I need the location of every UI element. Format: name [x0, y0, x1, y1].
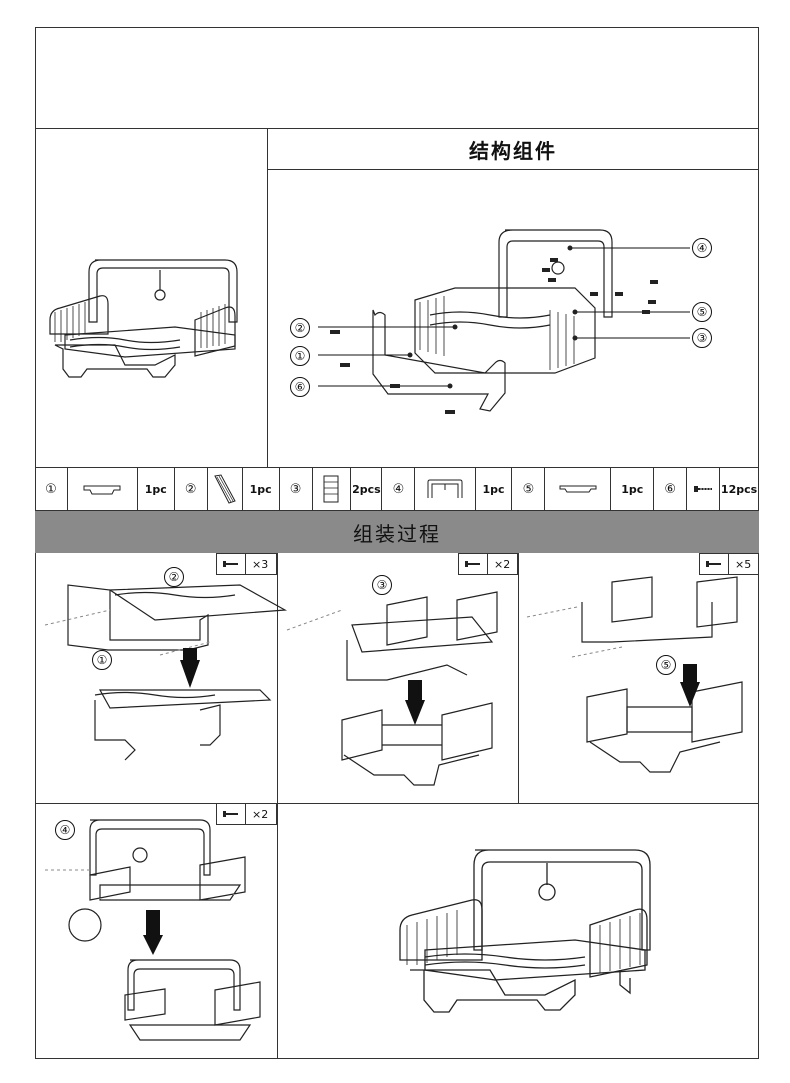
screw-icon — [459, 554, 488, 574]
part-number: ③ — [280, 468, 313, 510]
screw-icon — [687, 468, 721, 510]
screw-icon — [700, 554, 729, 574]
step1-label-1: ① — [92, 650, 112, 670]
part-qty: 1pc — [611, 468, 655, 510]
part-number: ④ — [382, 468, 416, 510]
cushion-side-icon — [313, 468, 352, 510]
assembly-title: 组装过程 — [35, 511, 759, 553]
step1-label-2: ② — [164, 567, 184, 587]
step1-screw-count: ×3 — [216, 553, 277, 575]
step3-screw-qty: ×5 — [735, 557, 752, 571]
callout-4: ④ — [692, 238, 712, 258]
part-qty: 1pc — [138, 468, 175, 510]
side-rail-icon — [68, 468, 138, 510]
step2-screw-qty: ×2 — [494, 557, 511, 571]
callout-6: ⑥ — [290, 377, 310, 397]
screw-icon — [217, 554, 246, 574]
callout-3: ③ — [692, 328, 712, 348]
step3-label-5: ⑤ — [656, 655, 676, 675]
step2-screw-count: ×2 — [458, 553, 518, 575]
part-number: ② — [175, 468, 208, 510]
callout-2: ② — [290, 318, 310, 338]
structure-title: 结构组件 — [267, 128, 759, 170]
divider — [267, 128, 268, 467]
step2-diagram — [286, 591, 498, 786]
step3-screw-count: ×5 — [699, 553, 759, 575]
part-number: ⑥ — [654, 468, 688, 510]
part-qty: 1pc — [243, 468, 280, 510]
step3-diagram — [526, 576, 743, 773]
divider — [277, 553, 278, 1059]
step1-screw-qty: ×3 — [252, 557, 269, 571]
part-number: ① — [35, 468, 68, 510]
callout-1: ① — [290, 346, 310, 366]
part-number: ⑤ — [512, 468, 546, 510]
part-qty: 12pcs — [720, 468, 759, 510]
step4-screw-qty: ×2 — [252, 807, 269, 821]
assembled-sofa-illustration — [49, 259, 238, 378]
parts-list: ① 1pc ② 1pc ③ 2pcs ④ 1pc ⑤ 1pc ⑥ 12pcs — [35, 467, 759, 511]
back-rail-icon — [545, 468, 612, 510]
slat-board-icon — [208, 468, 243, 510]
step4-screw-count: ×2 — [216, 803, 277, 825]
screw-icon — [217, 804, 246, 824]
step1-diagram — [44, 584, 288, 761]
step4-label-4: ④ — [55, 820, 75, 840]
callout-5: ⑤ — [692, 302, 712, 322]
final-assembled-sofa — [399, 849, 651, 1013]
part-qty: 2pcs — [351, 468, 383, 510]
step4-diagram — [45, 819, 261, 1041]
back-frame-icon — [415, 468, 476, 510]
exploded-view-diagram — [318, 229, 690, 414]
divider — [35, 803, 759, 804]
part-qty: 1pc — [476, 468, 513, 510]
step2-label-3: ③ — [372, 575, 392, 595]
divider — [518, 553, 519, 803]
